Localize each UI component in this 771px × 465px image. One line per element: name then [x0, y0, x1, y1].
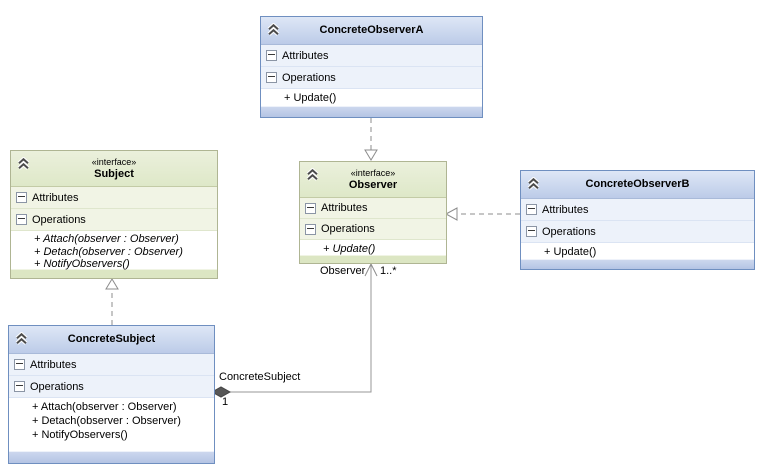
box-footer-strip — [11, 269, 217, 278]
operations-list: + Update() — [300, 240, 446, 255]
box-footer-strip — [521, 259, 754, 269]
class-header[interactable]: ConcreteObserverA — [261, 17, 482, 45]
collapse-minus-icon[interactable] — [266, 50, 277, 61]
class-header[interactable]: ConcreteSubject — [9, 326, 214, 354]
class-title: ConcreteObserverA — [319, 24, 424, 36]
operations-label: Operations — [321, 223, 375, 235]
operations-label: Operations — [542, 225, 596, 238]
class-box-concretesubject[interactable]: ConcreteSubject Attributes Operations + … — [8, 325, 215, 464]
class-title: Subject — [94, 167, 134, 180]
chevron-double-up-icon[interactable] — [306, 167, 319, 181]
aggregation-diamond-icon — [210, 386, 232, 398]
association-source-role-label: ConcreteSubject — [219, 371, 301, 383]
operation-item[interactable]: + Detach(observer : Observer) — [32, 415, 181, 427]
collapse-minus-icon[interactable] — [266, 72, 277, 83]
operation-item[interactable]: + NotifyObservers() — [34, 258, 130, 270]
collapse-minus-icon[interactable] — [526, 204, 537, 215]
class-box-subject[interactable]: «interface» Subject Attributes Operation… — [10, 150, 218, 279]
operation-item[interactable]: + Update() — [284, 92, 337, 104]
collapse-minus-icon[interactable] — [305, 202, 316, 214]
aggregation-association-concretesubject-observer[interactable] — [210, 262, 378, 398]
collapse-minus-icon[interactable] — [16, 214, 27, 225]
collapse-minus-icon[interactable] — [14, 359, 25, 370]
class-box-observer[interactable]: «interface» Observer Attributes Operatio… — [299, 161, 447, 264]
operations-label: Operations — [32, 213, 86, 226]
box-footer-strip — [261, 106, 482, 117]
collapse-minus-icon[interactable] — [526, 226, 537, 237]
attributes-label: Attributes — [542, 203, 589, 216]
operations-list: + Attach(observer : Observer) + Detach(o… — [11, 231, 217, 270]
collapse-minus-icon[interactable] — [16, 192, 27, 203]
class-box-concreteobservera[interactable]: ConcreteObserverA Attributes Operations … — [260, 16, 483, 118]
operations-section-row[interactable]: Operations — [300, 219, 446, 240]
class-title: Observer — [348, 178, 398, 191]
class-stereotype: «interface» — [91, 156, 137, 167]
operations-section-row[interactable]: Operations — [521, 221, 754, 243]
attributes-section-row[interactable]: Attributes — [11, 187, 217, 209]
realization-arrow-concretesubject-subject[interactable] — [105, 278, 119, 325]
operation-item[interactable]: + Attach(observer : Observer) — [34, 233, 179, 245]
realization-arrow-concreteobserverb-observer[interactable] — [444, 207, 520, 221]
operation-item[interactable]: + NotifyObservers() — [32, 429, 128, 441]
association-target-role-label: Observer — [320, 265, 366, 277]
association-open-arrow-icon — [364, 262, 378, 277]
class-header[interactable]: «interface» Subject — [11, 151, 217, 187]
class-stereotype: «interface» — [350, 167, 396, 178]
operations-list: + Update() — [261, 89, 482, 106]
class-title: ConcreteSubject — [67, 333, 156, 345]
attributes-section-row[interactable]: Attributes — [261, 45, 482, 67]
box-footer-strip — [9, 451, 214, 463]
box-footer-strip — [300, 255, 446, 263]
realization-arrow-concreteobservera-observer[interactable] — [364, 118, 378, 161]
chevron-double-up-icon[interactable] — [17, 156, 30, 170]
chevron-double-up-icon[interactable] — [527, 176, 540, 190]
association-target-multiplicity-label: 1..* — [380, 265, 397, 277]
class-header[interactable]: ConcreteObserverB — [521, 171, 754, 199]
attributes-section-row[interactable]: Attributes — [9, 354, 214, 376]
attributes-label: Attributes — [30, 358, 77, 371]
class-header[interactable]: «interface» Observer — [300, 162, 446, 198]
operations-label: Operations — [282, 71, 336, 84]
attributes-section-row[interactable]: Attributes — [521, 199, 754, 221]
operations-section-row[interactable]: Operations — [261, 67, 482, 89]
chevron-double-up-icon[interactable] — [267, 22, 280, 36]
operations-label: Operations — [30, 380, 84, 393]
class-title: ConcreteObserverB — [585, 178, 690, 190]
chevron-double-up-icon[interactable] — [15, 331, 28, 345]
operation-item[interactable]: + Attach(observer : Observer) — [32, 401, 177, 413]
operations-list: + Update() — [521, 243, 754, 259]
association-source-multiplicity-label: 1 — [222, 396, 229, 408]
collapse-minus-icon[interactable] — [305, 223, 316, 235]
attributes-label: Attributes — [321, 202, 368, 214]
collapse-minus-icon[interactable] — [14, 381, 25, 392]
operation-item[interactable]: + Update() — [544, 246, 597, 258]
attributes-label: Attributes — [32, 191, 79, 204]
operations-section-row[interactable]: Operations — [9, 376, 214, 398]
operation-item[interactable]: + Update() — [323, 243, 376, 255]
operations-list: + Attach(observer : Observer) + Detach(o… — [9, 398, 214, 451]
attributes-label: Attributes — [282, 49, 329, 62]
operations-section-row[interactable]: Operations — [11, 209, 217, 231]
attributes-section-row[interactable]: Attributes — [300, 198, 446, 219]
operation-item[interactable]: + Detach(observer : Observer) — [34, 245, 183, 258]
class-box-concreteobserverb[interactable]: ConcreteObserverB Attributes Operations … — [520, 170, 755, 270]
